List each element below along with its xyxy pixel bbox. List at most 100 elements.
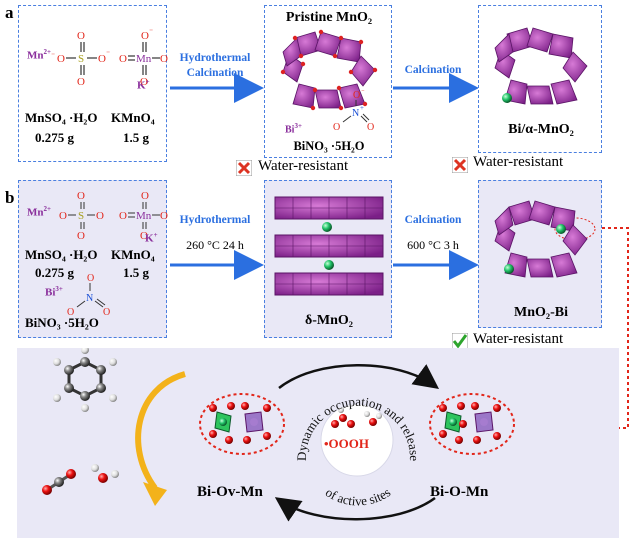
svg-text:O: O — [67, 307, 74, 318]
mno2-bi-title: MnO₂-Bi — [514, 305, 568, 320]
cycle-panel — [17, 348, 619, 538]
right-site-label: Bi-O-Mn — [430, 484, 489, 500]
delta-mno2-panel: δ-MnO₂ — [264, 180, 392, 338]
svg-text:O: O — [77, 76, 85, 88]
cycle-diagram: Dynamic occupation and release of active… — [42, 348, 515, 522]
layer-1 — [274, 196, 384, 220]
nitrate-structure-a: O ⁻ N + O O — [333, 88, 374, 133]
salt1-label-b: MnSO₄ ·H₂O — [25, 247, 98, 262]
arrow-a1-label-1: Hydrothermal — [179, 52, 251, 64]
arrow-b1-condition: 260 °C 24 h — [186, 238, 244, 252]
svg-text:O: O — [367, 122, 374, 133]
svg-text:⁻: ⁻ — [51, 51, 55, 60]
reagents-panel-b: O O S O O O Mn O O O O N O O Mn2+ K+ MnS… — [18, 180, 168, 338]
mn-ion-b: Mn2+ — [27, 205, 51, 219]
radical-label: •OOOH — [324, 436, 369, 451]
svg-text:O: O — [119, 210, 127, 222]
svg-text:Mn: Mn — [136, 53, 152, 65]
cycle-arrow-bottom — [274, 496, 436, 522]
cross-mark-icon — [235, 159, 253, 177]
bi-atom-icon — [502, 93, 512, 103]
bi-salt-label-a: BiNO₃ ·5H₂O — [293, 139, 365, 153]
reagents-panel-a: O O ⁻ S O ⁻ O O Mn O O ⁻ O Mn2+ K+ MnSO₄… — [18, 5, 168, 162]
reagent-structures-a: O O ⁻ S O ⁻ O O Mn O O ⁻ O — [51, 27, 168, 88]
bi-alpha-mno2-title: Bi/α-MnO₂ — [508, 122, 574, 137]
svg-text:O: O — [141, 30, 149, 42]
svg-text:O: O — [57, 53, 65, 65]
svg-text:O: O — [140, 230, 148, 242]
mass1-label-a: 0.275 g — [35, 130, 74, 145]
co2-molecule-icon — [42, 469, 76, 495]
svg-text:O: O — [353, 90, 360, 101]
reagent-structures-b: O O S O O O Mn O O O O N O O — [59, 190, 168, 318]
status-b: Water-resistant — [473, 331, 564, 347]
panel-letter-a: a — [5, 3, 14, 22]
mno2-bi-panel: MnO₂-Bi — [478, 180, 602, 328]
arrow-a1-label-2: Calcination — [186, 67, 244, 79]
arc-text-bottom: of active sites — [323, 484, 393, 508]
left-site-label: Bi-Ov-Mn — [197, 484, 263, 500]
right-site-highlight — [429, 393, 515, 455]
svg-text:O: O — [77, 190, 85, 202]
alpha-mno2-crystal-icon — [280, 29, 378, 111]
mass2-label-b: 1.5 g — [123, 265, 149, 280]
svg-text:O: O — [141, 190, 149, 202]
mass2-label-a: 1.5 g — [123, 130, 149, 145]
cross-mark-icon-2 — [451, 156, 469, 174]
arrow-a2-label: Calcination — [404, 64, 462, 76]
svg-text:Mn: Mn — [136, 210, 152, 222]
bi-alpha-mno2-crystal-icon — [494, 27, 588, 105]
bi-ion-a: Bi3+ — [285, 122, 302, 136]
salt3-label-b: BiNO₃ ·5H₂O — [25, 315, 99, 330]
water-molecule-icon — [91, 464, 119, 483]
salt2-label-b: KMnO₄ — [111, 247, 155, 262]
panel-letter-b: b — [5, 188, 15, 207]
bi-alpha-mno2-panel: Bi/α-MnO₂ — [478, 5, 602, 153]
status-a1: Water-resistant — [258, 158, 349, 174]
svg-text:O: O — [98, 53, 106, 65]
layer-2 — [274, 234, 384, 258]
arrow-b2-condition: 600 °C 3 h — [407, 238, 459, 252]
arrow-b2-label: Calcination — [404, 214, 462, 226]
svg-text:⁻: ⁻ — [106, 49, 110, 58]
cycle-arrow-top — [278, 364, 440, 389]
svg-text:N: N — [86, 293, 93, 304]
check-mark-icon — [451, 332, 469, 350]
benzene-molecule-icon — [53, 348, 117, 412]
salt1-label-a: MnSO₄ ·H₂O — [25, 110, 98, 125]
bi-ion-b: Bi3+ — [45, 285, 63, 299]
svg-text:S: S — [78, 53, 84, 65]
status-a2: Water-resistant — [473, 154, 564, 170]
k-ion-a: K+ — [137, 78, 150, 92]
mno2-bi-crystal-icon — [494, 200, 596, 278]
left-site-cluster — [209, 402, 271, 444]
delta-mno2-layers-icon — [274, 196, 384, 296]
delta-mno2-title: δ-MnO₂ — [304, 313, 353, 328]
yellow-arrow-head — [143, 482, 167, 506]
svg-text:O: O — [103, 307, 110, 318]
pristine-mno2-panel: Pristine MnO₂ O ⁻ N + O O — [264, 5, 392, 158]
center-molecules — [331, 407, 382, 428]
svg-text:O: O — [119, 53, 127, 65]
arrow-b1-label: Hydrothermal — [179, 214, 251, 226]
svg-text:O: O — [160, 53, 168, 65]
salt2-label-a: KMnO₄ — [111, 110, 155, 125]
pristine-mno2-title: Pristine MnO₂ — [285, 10, 373, 25]
svg-text:N: N — [352, 108, 359, 119]
svg-text:O: O — [77, 30, 85, 42]
mass1-label-b: 0.275 g — [35, 265, 74, 280]
svg-text:⁻: ⁻ — [361, 88, 365, 96]
right-site-cluster — [439, 402, 501, 444]
svg-text:S: S — [78, 210, 84, 222]
svg-text:O: O — [96, 210, 104, 222]
svg-text:O: O — [87, 273, 94, 284]
left-site-highlight — [199, 393, 285, 455]
svg-text:O: O — [160, 210, 168, 222]
svg-text:⁻: ⁻ — [149, 27, 153, 36]
layer-3 — [274, 272, 384, 296]
svg-text:O: O — [333, 122, 340, 133]
svg-text:+: + — [360, 104, 364, 112]
svg-text:O: O — [77, 230, 85, 242]
svg-text:O: O — [140, 76, 148, 88]
k-ion-b: K+ — [145, 231, 158, 245]
